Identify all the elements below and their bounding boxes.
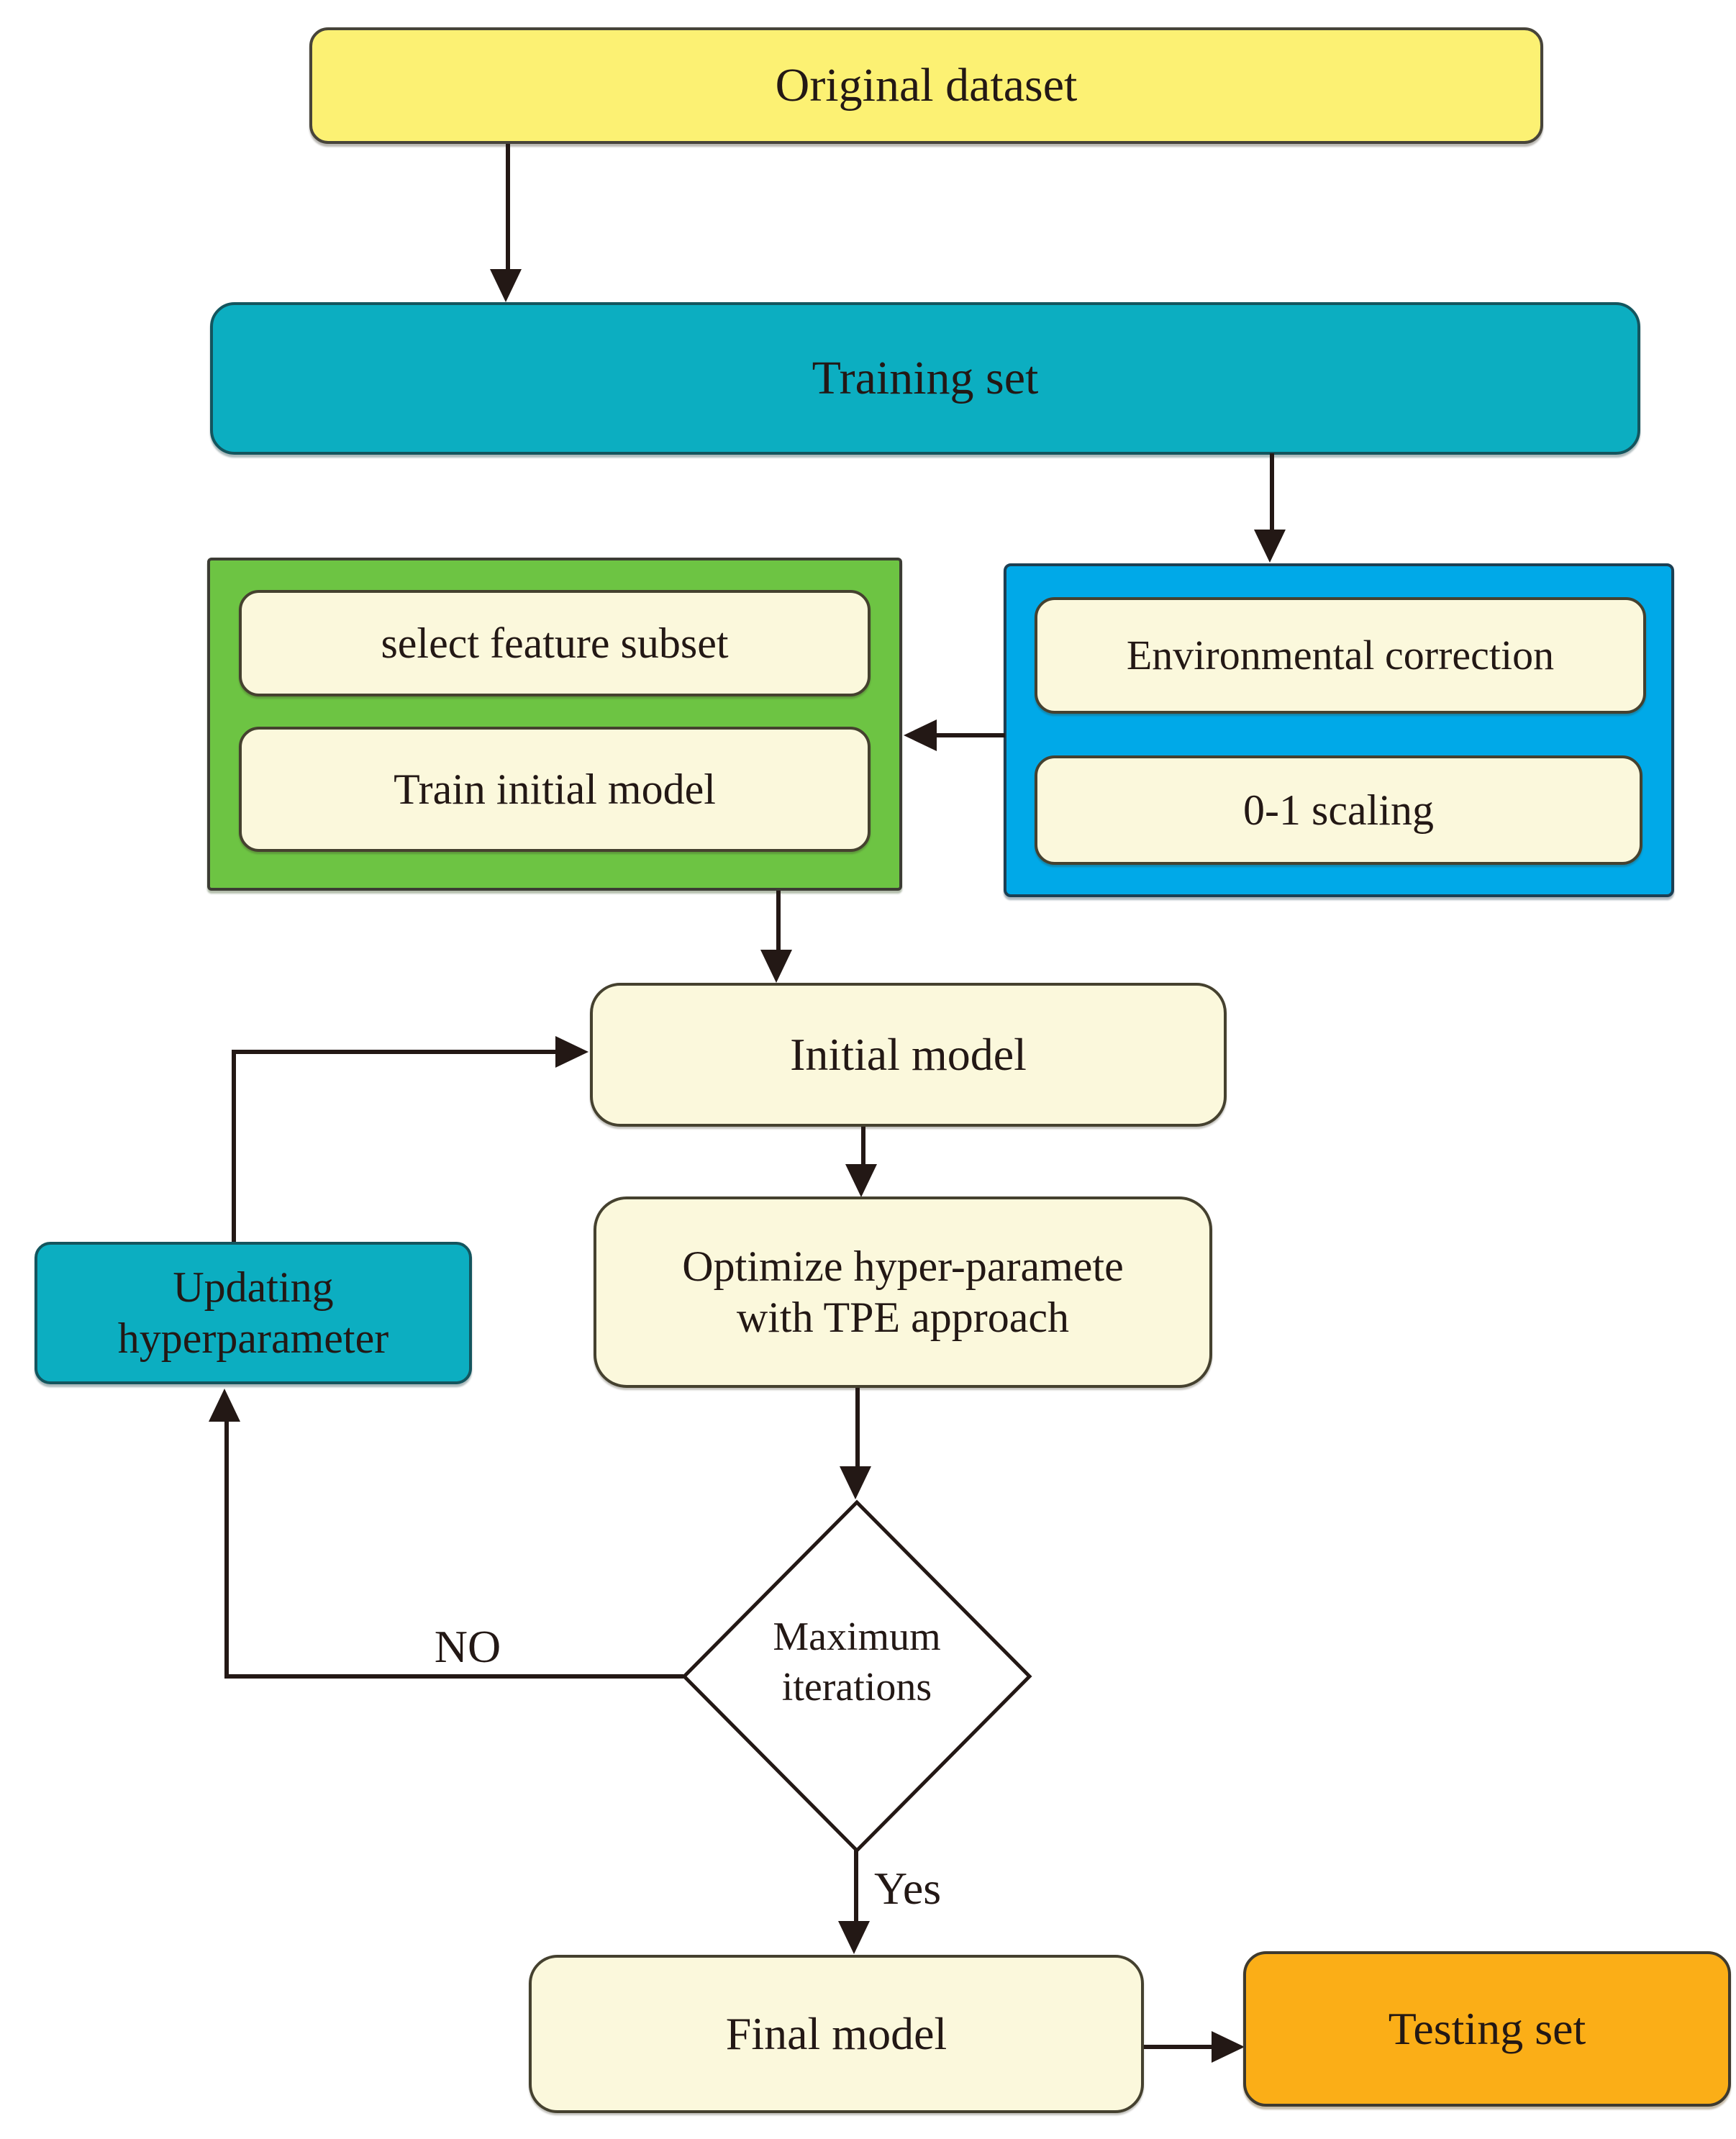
node-maximum-iterations-line1: Maximum xyxy=(773,1615,941,1659)
edge-feedback-arrow-head xyxy=(555,1036,588,1068)
node-original-dataset-label: Original dataset xyxy=(775,59,1078,112)
node-final-model-label: Final model xyxy=(725,2008,947,2060)
arrow-final-to-testing-line xyxy=(1144,2045,1212,2049)
arrow-preprocess-to-feature-head xyxy=(904,719,937,751)
edge-no-arrow-head xyxy=(209,1389,240,1422)
node-optimize-hyperparameter-line1: Optimize hyper-paramete xyxy=(682,1243,1124,1291)
node-updating-hyperparameter-line2: hyperparameter xyxy=(117,1314,389,1362)
arrow-preprocess-to-feature-line xyxy=(937,733,1005,737)
node-original-dataset: Original dataset xyxy=(309,27,1543,144)
node-training-set-label: Training set xyxy=(812,352,1039,405)
arrow-training-to-preprocess-line xyxy=(1270,453,1274,530)
node-maximum-iterations: Maximum iterations xyxy=(713,1612,1001,1712)
node-0-1-scaling: 0-1 scaling xyxy=(1035,755,1642,865)
edge-no-horizontal-line xyxy=(227,1674,683,1679)
arrow-original-to-training-line xyxy=(506,144,510,271)
edge-label-yes: Yes xyxy=(874,1863,942,1914)
edge-feedback-vertical-line xyxy=(232,1052,236,1242)
arrow-feature-to-initialmodel-line xyxy=(776,891,781,951)
node-testing-set-label: Testing set xyxy=(1388,2003,1586,2055)
node-0-1-scaling-label: 0-1 scaling xyxy=(1243,786,1434,834)
node-testing-set: Testing set xyxy=(1243,1951,1731,2107)
edge-no-vertical-line xyxy=(224,1422,229,1679)
node-train-initial-model: Train initial model xyxy=(239,727,871,852)
node-updating-hyperparameter: Updating hyperparameter xyxy=(35,1242,472,1384)
arrow-optimize-to-decision-line xyxy=(855,1388,860,1467)
node-environmental-correction-label: Environmental correction xyxy=(1126,631,1555,678)
node-initial-model-label: Initial model xyxy=(790,1029,1027,1081)
edge-yes-arrow-head xyxy=(838,1921,870,1954)
edge-feedback-horizontal-line xyxy=(232,1050,555,1054)
edge-yes-line xyxy=(854,1849,858,1922)
node-train-initial-model-label: Train initial model xyxy=(394,765,716,813)
node-optimize-hyperparameter: Optimize hyper-paramete with TPE approac… xyxy=(594,1196,1212,1388)
node-training-set: Training set xyxy=(210,302,1640,455)
arrow-original-to-training-head xyxy=(490,269,522,302)
node-maximum-iterations-line2: iterations xyxy=(781,1665,932,1709)
arrow-initialmodel-to-optimize-head xyxy=(845,1164,877,1197)
node-initial-model: Initial model xyxy=(590,983,1227,1127)
node-optimize-hyperparameter-line2: with TPE approach xyxy=(736,1294,1070,1341)
node-updating-hyperparameter-line1: Updating xyxy=(173,1263,334,1312)
edge-label-no: NO xyxy=(434,1621,501,1672)
arrow-feature-to-initialmodel-head xyxy=(760,950,792,983)
arrow-final-to-testing-head xyxy=(1212,2031,1245,2063)
node-final-model: Final model xyxy=(529,1955,1144,2113)
arrow-optimize-to-decision-head xyxy=(840,1466,871,1499)
arrow-training-to-preprocess-head xyxy=(1254,530,1286,563)
node-environmental-correction: Environmental correction xyxy=(1035,597,1646,714)
node-select-feature-subset-label: select feature subset xyxy=(381,619,729,667)
arrow-initialmodel-to-optimize-line xyxy=(861,1127,865,1166)
node-select-feature-subset: select feature subset xyxy=(239,590,871,696)
